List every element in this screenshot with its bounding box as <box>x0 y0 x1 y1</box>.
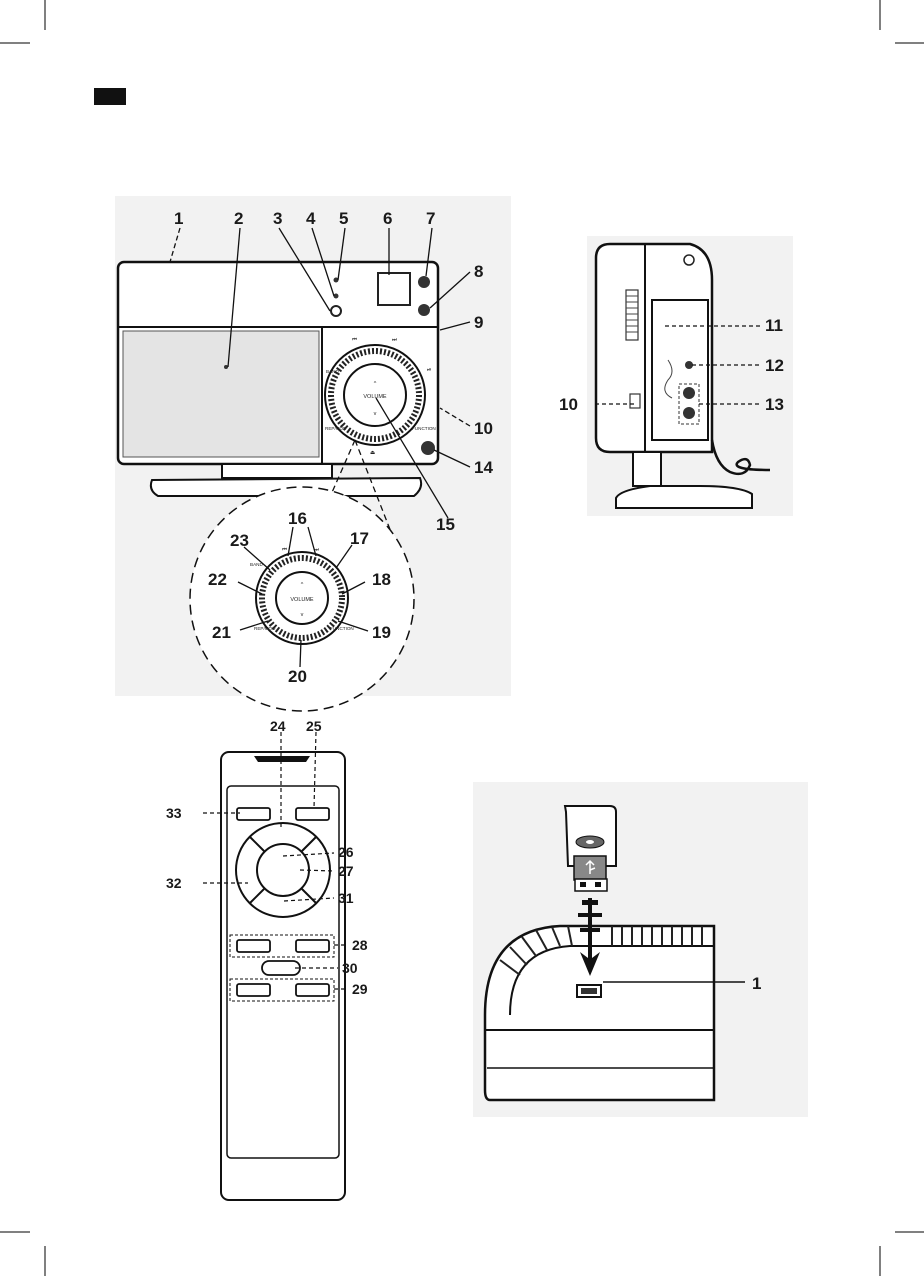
callout-29: 29 <box>352 981 368 997</box>
zoom-volume-label: VOLUME <box>290 597 314 603</box>
callout-28: 28 <box>352 937 368 953</box>
callout-13: 13 <box>765 395 784 414</box>
callout-16: 16 <box>288 509 307 528</box>
callout-1-usb: 1 <box>752 974 761 993</box>
callout-12: 12 <box>765 356 784 375</box>
svg-text:^: ^ <box>374 381 377 387</box>
side-view-panel: 11 12 10 13 <box>559 236 793 516</box>
language-tab <box>94 88 126 105</box>
zoom-rep-label: REP/MOD <box>254 626 276 631</box>
remote-control-view: 24 25 33 26 27 32 31 28 30 29 <box>166 718 368 1200</box>
next-label: ⏭ <box>392 337 397 343</box>
function-label: FUNCTION <box>412 426 436 431</box>
eject-label: ⏏ <box>370 450 376 456</box>
usb-insertion-view: 1 <box>473 782 808 1117</box>
callout-11: 11 <box>765 316 783 335</box>
callout-26: 26 <box>338 844 354 860</box>
play-label: ⏯ <box>427 367 431 373</box>
callout-7: 7 <box>426 209 435 228</box>
callout-15: 15 <box>436 515 455 534</box>
zoom-function-label: FUNCTION <box>330 626 354 631</box>
callout-10-front: 10 <box>474 419 493 438</box>
callout-17: 17 <box>350 529 369 548</box>
callout-25: 25 <box>306 718 322 734</box>
callout-4: 4 <box>306 209 316 228</box>
zoom-prev-label: ⏮ <box>282 547 287 553</box>
rep-mod-label: REP/MOD <box>325 426 347 431</box>
zoom-detail-view: VOLUME ^ v BAND REP/MOD FUNCTION ⏮ ⏭ 16 … <box>190 487 414 711</box>
callout-8: 8 <box>474 262 483 281</box>
callout-33: 33 <box>166 805 182 821</box>
band-label: BAND <box>326 369 339 374</box>
callout-24: 24 <box>270 718 286 734</box>
callout-10-side: 10 <box>559 395 578 414</box>
callout-22: 22 <box>208 570 227 589</box>
callout-3: 3 <box>273 209 282 228</box>
callout-9: 9 <box>474 313 483 332</box>
callout-27: 27 <box>338 863 354 879</box>
svg-text:v: v <box>374 411 377 417</box>
callout-32: 32 <box>166 875 182 891</box>
prev-label: ⏮ <box>352 337 357 343</box>
callout-31: 31 <box>338 890 354 906</box>
callout-14: 14 <box>474 458 493 477</box>
callout-5: 5 <box>339 209 348 228</box>
callout-6: 6 <box>383 209 392 228</box>
callout-1-front: 1 <box>174 209 183 228</box>
svg-text:^: ^ <box>301 582 304 588</box>
callout-21: 21 <box>212 623 231 642</box>
callout-18: 18 <box>372 570 391 589</box>
callout-23: 23 <box>230 531 249 550</box>
callout-20: 20 <box>288 667 307 686</box>
volume-label: VOLUME <box>363 394 387 400</box>
callout-19: 19 <box>372 623 391 642</box>
callout-2: 2 <box>234 209 243 228</box>
svg-text:v: v <box>301 612 304 618</box>
callout-30: 30 <box>342 960 358 976</box>
